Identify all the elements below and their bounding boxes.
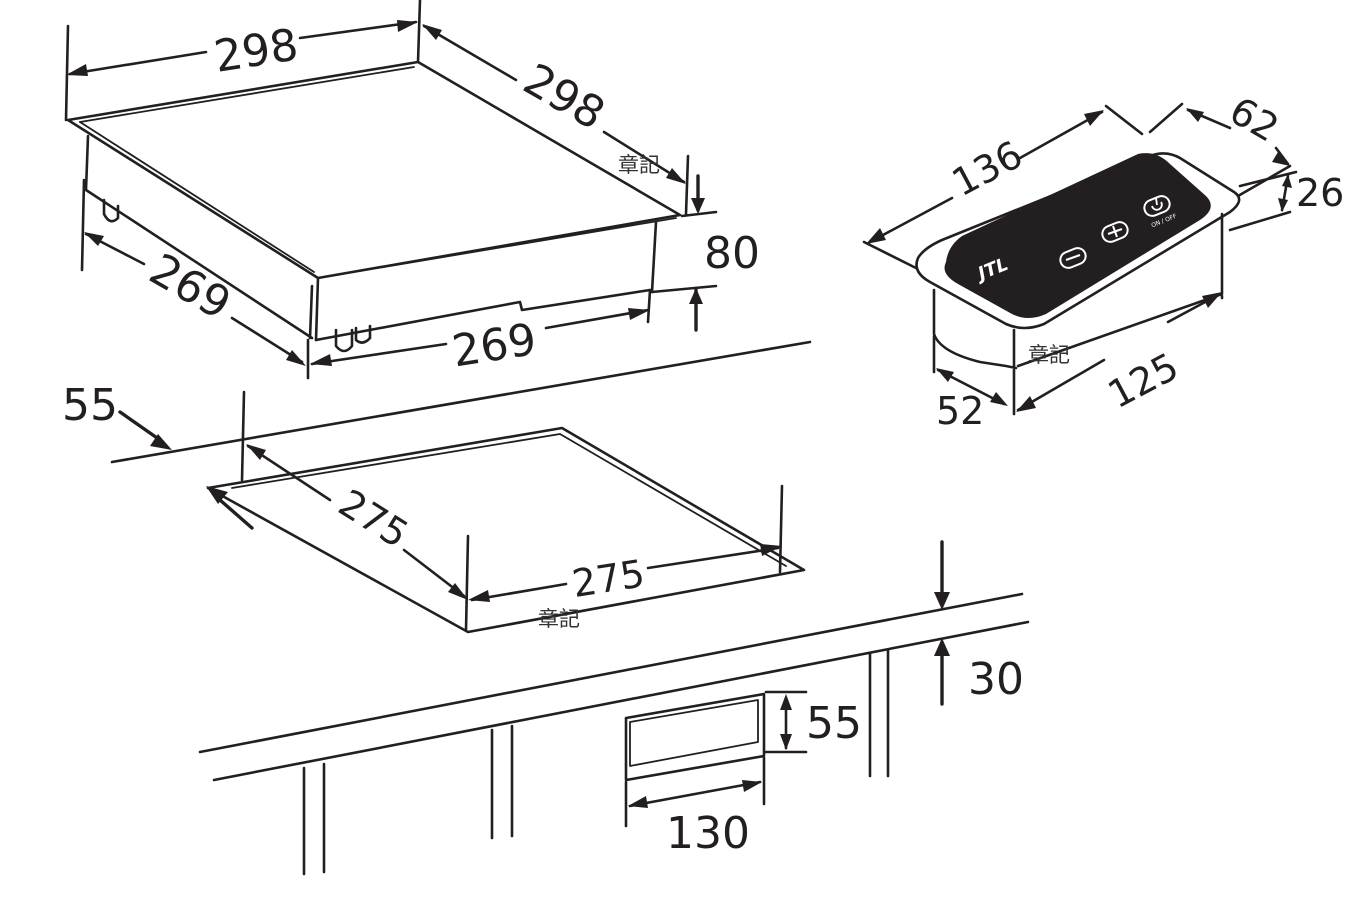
cutout-drawing: 55 275 275 [62,340,812,634]
slot-width-label: 130 [666,808,750,859]
plus-button[interactable] [1100,220,1130,245]
box-body-width-label: 52 [936,389,984,433]
hob-drawing: 298 298 80 269 269 [64,0,760,380]
box-body-length-label: 125 [1101,344,1186,417]
power-icon [1151,197,1163,211]
box-height-label: 26 [1296,171,1344,215]
hob-body-width-label: 269 [449,314,540,378]
control-panel-glass [944,153,1211,318]
minus-button[interactable] [1058,246,1088,271]
control-box-drawing: JTL ON / OFF [862,88,1344,433]
counter-thickness-label: 30 [968,654,1024,705]
hob-width-label: 298 [211,19,302,83]
watermark-2: 章記 [1028,343,1070,367]
watermark-1: 章記 [618,153,660,177]
cutout-width-label: 275 [569,551,648,606]
cutout-depth-label: 275 [331,481,416,557]
hob-height-label: 80 [704,228,760,279]
box-length-label: 136 [945,132,1030,205]
slot-height-label: 55 [806,698,862,749]
counter-drawing: 30 55 130 [198,540,1030,876]
cutout-edge-label: 55 [62,380,118,431]
plus-icon [1107,225,1123,238]
hob-body-depth-label: 269 [141,244,239,330]
box-width-label: 62 [1222,88,1286,150]
minus-icon [1065,254,1081,261]
watermark-3: 章記 [538,607,580,631]
